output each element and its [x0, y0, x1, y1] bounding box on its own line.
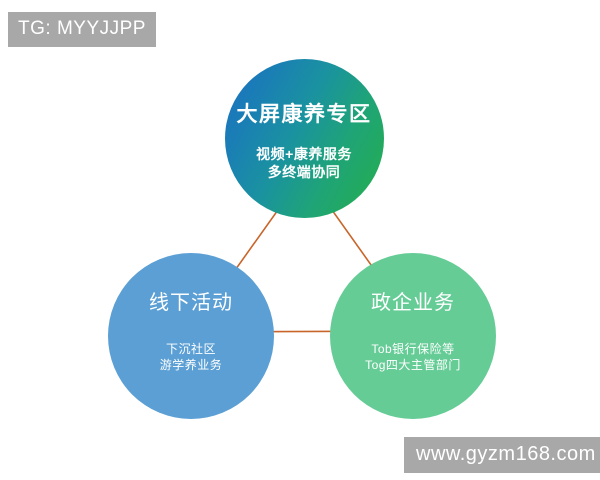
watermark-label: www.gyzm168.com	[404, 437, 600, 473]
tag-overlay-label: TG: MYYJJPP	[8, 12, 156, 47]
node-hub-subtitle-line-1: 视频+康养服务	[256, 145, 352, 162]
node-gov-subtitle-line-1: Tob银行保险等	[371, 342, 455, 356]
node-offline-subtitle-line-1: 下沉社区	[165, 342, 216, 356]
node-gov-title: 政企业务	[371, 292, 455, 314]
node-offline-subtitle: 下沉社区 游学养业务	[160, 342, 223, 374]
node-gov[interactable]: 政企业务 Tob银行保险等 Tog四大主管部门	[330, 253, 496, 419]
node-hub-subtitle-line-2: 多终端协同	[267, 164, 341, 181]
node-offline-title: 线下活动	[149, 292, 233, 314]
node-hub-subtitle: 视频+康养服务 多终端协同	[256, 145, 352, 182]
node-offline[interactable]: 线下活动 下沉社区 游学养业务	[108, 253, 274, 419]
node-hub[interactable]: 大屏康养专区 视频+康养服务 多终端协同	[224, 58, 384, 218]
node-gov-subtitle: Tob银行保险等 Tog四大主管部门	[365, 342, 461, 374]
node-offline-subtitle-line-2: 游学养业务	[159, 357, 223, 372]
node-hub-title: 大屏康养专区	[236, 102, 372, 126]
node-gov-subtitle-line-2: Tog四大主管部门	[365, 357, 461, 372]
